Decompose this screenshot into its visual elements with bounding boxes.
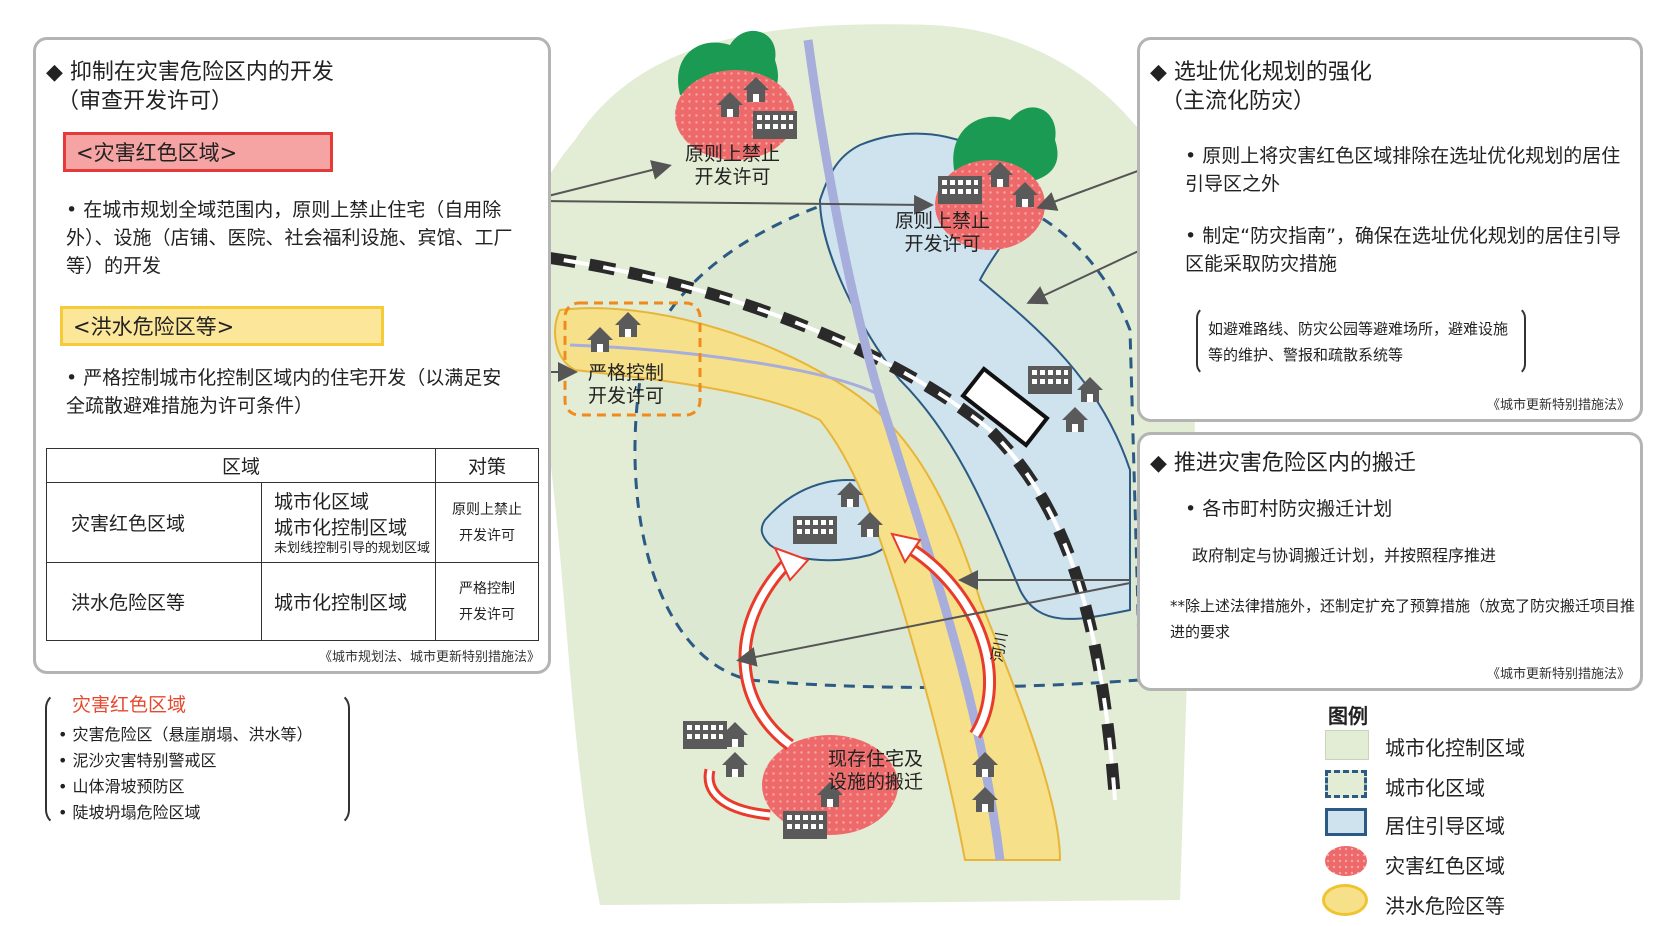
flood-zone-text: • 严格控制城市化控制区域内的住宅开发（以满足安全疏散避难措施为许可条件） xyxy=(66,367,502,417)
bottom-right-sub: 政府制定与协调搬迁计划，并按照程序推进 xyxy=(1192,546,1497,565)
table-cell-zone: 灾害红色区域 xyxy=(46,482,262,563)
left-panel-heading: ◆ 抑制在灾害危险区内的开发 （审查开发许可） xyxy=(46,60,334,114)
station xyxy=(960,366,1050,448)
red-zone-list xyxy=(45,692,350,826)
list-item: • 泥沙灾害特别警戒区 xyxy=(58,751,217,770)
table-cell-zone: 洪水危险区等 xyxy=(46,562,262,641)
left-panel: ◆ 抑制在灾害危险区内的开发 （审查开发许可） <灾害红色区域> • 在城市规划… xyxy=(33,37,551,674)
legend-swatch-residential xyxy=(1325,808,1367,836)
label-prohibit-top: 原则上禁止 开发许可 xyxy=(685,143,781,188)
red-zone-list-title: 灾害红色区域 xyxy=(72,694,187,716)
top-right-bullet-1: • 原则上将灾害红色区域排除在选址优化规划的居住引导区之外 xyxy=(1185,145,1621,195)
label-prohibit-mid: 原则上禁止 开发许可 xyxy=(895,210,991,255)
label-strict-control: 严格控制 开发许可 xyxy=(588,362,665,407)
bottom-right-panel: ◆ 推进灾害危险区内的搬迁 • 各市町村防灾搬迁计划 政府制定与协调搬迁计划，并… xyxy=(1137,432,1643,691)
top-right-bullet-2: • 制定“防灾指南”，确保在选址优化规划的居住引导区能采取防灾措施 xyxy=(1185,225,1621,275)
top-right-note-bracket xyxy=(1196,306,1526,376)
legend-label-flood: 洪水危险区等 xyxy=(1385,894,1505,918)
river xyxy=(803,39,1005,861)
top-right-note: 如避难路线、防灾公园等避难场所，避难设施等的维护、警报和疏散系统等 xyxy=(1208,320,1509,364)
red-zone-text: • 在城市规划全域范围内，原则上禁止住宅（自用除外）、设施（店铺、医院、社会福利… xyxy=(66,199,513,277)
table-header-zone: 区域 xyxy=(46,448,436,483)
list-item: • 陡坡坍塌危险区域 xyxy=(58,803,201,822)
top-right-heading: ◆ 选址优化规划的强化 （主流化防灾） xyxy=(1150,60,1372,114)
legend-title: 图例 xyxy=(1328,704,1368,728)
red-zone-list-items: • 灾害危险区（悬崖崩塌、洪水等） • 泥沙灾害特别警戒区 • 山体滑坡预防区 … xyxy=(58,722,313,826)
legend-label-control: 城市化控制区域 xyxy=(1385,736,1525,760)
legend-label-residential: 居住引导区域 xyxy=(1385,814,1505,838)
table-row: 洪水危险区等 城市化控制区域 严格控制 开发许可 xyxy=(46,562,539,641)
road xyxy=(569,343,881,397)
bottom-right-bullet-1: • 各市町村防灾搬迁计划 xyxy=(1185,498,1393,520)
left-panel-source: 《城市规划法、城市更新特别措施法》 xyxy=(318,650,540,665)
zone-measure-table: 区域 对策 灾害红色区域 城市化区域 城市化控制区域 未划线控制引导的规划区域 … xyxy=(46,448,539,641)
legend-label-red: 灾害红色区域 xyxy=(1385,854,1505,878)
table-cell-note: 未划线控制引导的规划区域 xyxy=(274,540,431,556)
strict-control-frame xyxy=(563,301,702,417)
red-zone-tag: <灾害红色区域> xyxy=(63,132,333,172)
bottom-right-note: **除上述法律措施外，还制定扩充了预算措施（放宽了防灾搬迁项目推进的要求 xyxy=(1170,597,1636,641)
table-cell-area: 城市化区域 城市化控制区域 xyxy=(274,490,408,539)
bottom-right-heading: ◆ 推进灾害危险区内的搬迁 xyxy=(1150,451,1416,476)
legend-swatch-control xyxy=(1325,730,1369,760)
label-relocation: 现存住宅及 设施的搬迁 xyxy=(828,748,924,793)
list-item: • 灾害危险区（悬崖崩塌、洪水等） xyxy=(58,725,313,744)
top-right-panel: ◆ 选址优化规划的强化 （主流化防灾） • 原则上将灾害红色区域排除在选址优化规… xyxy=(1137,37,1643,422)
legend-swatch-red xyxy=(1325,846,1367,876)
table-cell-measure: 原则上禁止 开发许可 xyxy=(435,482,539,563)
table-cell-area: 城市化控制区域 xyxy=(261,562,436,641)
flood-zone-tag: <洪水危险区等> xyxy=(60,306,384,346)
legend-label-urban: 城市化区域 xyxy=(1385,776,1485,800)
top-right-source: 《城市更新特别措施法》 xyxy=(1486,398,1630,413)
legend-swatch-flood xyxy=(1322,884,1368,916)
legend-swatch-urban xyxy=(1325,770,1367,798)
table-header-measure: 对策 xyxy=(435,448,539,483)
bottom-right-source: 《城市更新特别措施法》 xyxy=(1486,667,1630,682)
table-row: 灾害红色区域 城市化区域 城市化控制区域 未划线控制引导的规划区域 原则上禁止 … xyxy=(46,482,539,563)
list-item: • 山体滑坡预防区 xyxy=(58,777,185,796)
table-cell-measure: 严格控制 开发许可 xyxy=(435,562,539,641)
